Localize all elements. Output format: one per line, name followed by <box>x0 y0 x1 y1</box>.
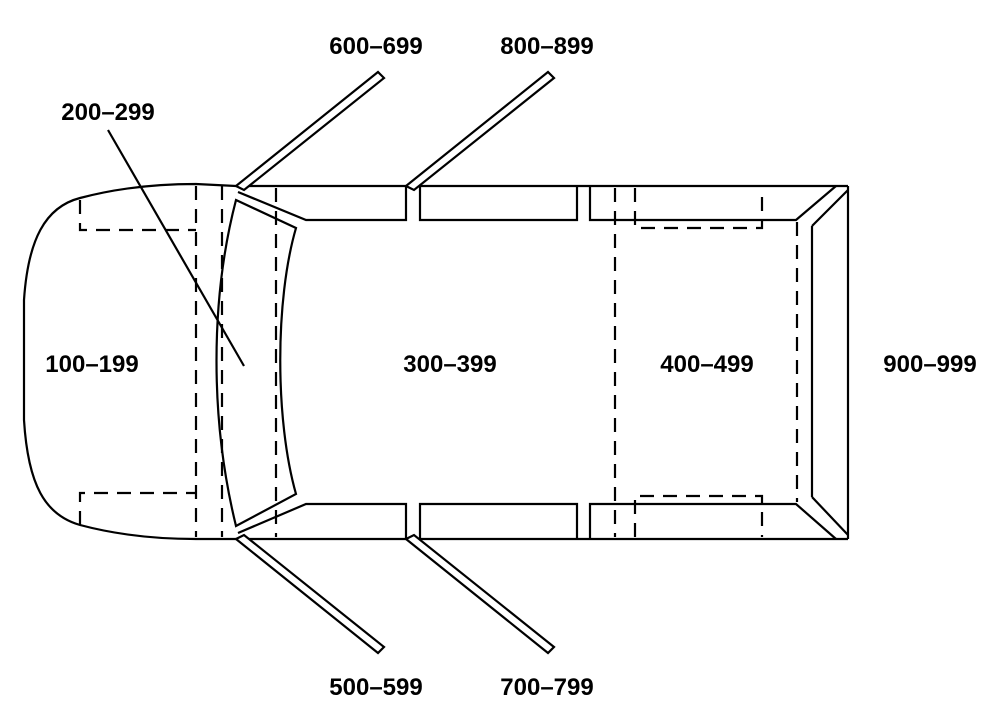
hood-outline <box>22 182 237 541</box>
bottom-wall-segment-2 <box>418 502 579 539</box>
front-top-dashed-box <box>78 200 196 232</box>
label-front-zone: 100–199 <box>45 351 138 378</box>
label-door-right-rear: 800–899 <box>500 33 593 60</box>
label-windshield-zone: 200–299 <box>61 99 154 126</box>
door-right-front <box>233 70 386 192</box>
door-left-front <box>233 533 386 655</box>
label-cargo-front-zone: 300–399 <box>403 351 496 378</box>
rear-top-dashed-box <box>633 188 764 230</box>
door-right-rear <box>403 70 556 192</box>
label-door-left-rear: 700–799 <box>500 674 593 701</box>
bottom-wall-segment-3 <box>588 502 837 540</box>
rear-wall-diag-bottom <box>811 496 849 536</box>
top-wall-segment-1 <box>237 186 408 222</box>
top-wall-segment-2 <box>418 186 579 222</box>
door-left-rear <box>403 533 556 655</box>
front-bottom-dashed-box <box>78 491 196 525</box>
top-wall-segment-3 <box>588 185 837 222</box>
rear-bottom-dashed-box <box>633 494 764 537</box>
label-rear-zone: 900–999 <box>883 351 976 378</box>
rear-wall-diag-top <box>811 189 849 227</box>
label-cargo-rear-zone: 400–499 <box>660 351 753 378</box>
bottom-wall-segment-1 <box>237 502 408 539</box>
windshield-outline <box>215 198 298 528</box>
windshield-leader-line <box>107 129 245 367</box>
label-door-left-front: 500–599 <box>329 674 422 701</box>
label-door-right-front: 600–699 <box>329 33 422 60</box>
